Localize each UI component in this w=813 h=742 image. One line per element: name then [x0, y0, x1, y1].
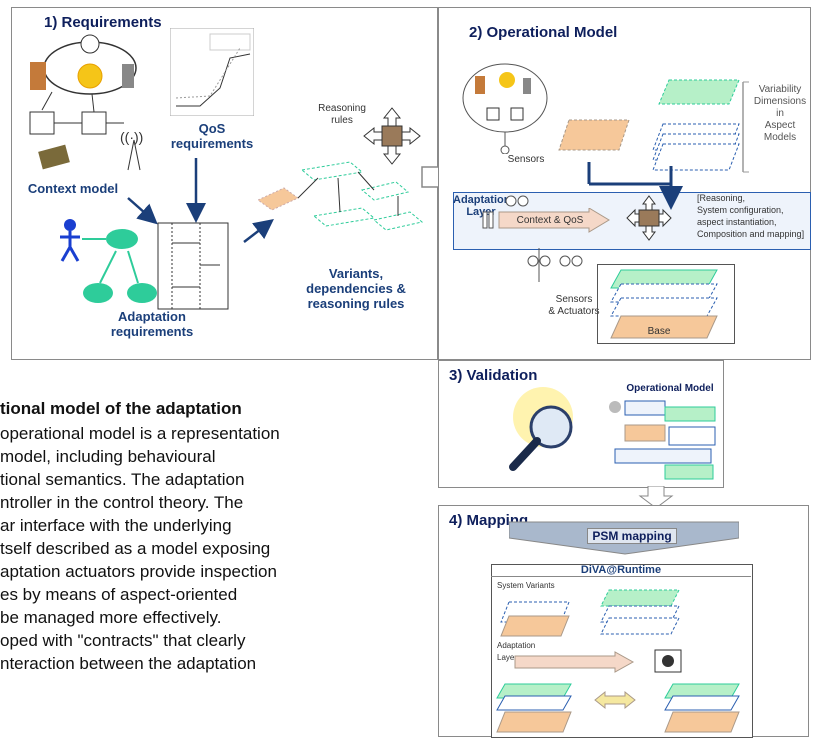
diva-runtime-label: DiVA@Runtime [491, 564, 751, 577]
body-line: tself described as a model exposing [0, 539, 271, 558]
mapping-title: 4) Mapping [449, 512, 529, 529]
system-variants-layers [500, 589, 680, 637]
requirements-panel: 1) Requirements ((·)) Context model QoS … [11, 7, 438, 360]
operational-model-thumbnail [609, 400, 716, 480]
body-line: aptation actuators provide inspection [0, 562, 277, 581]
psm-mapping-label: PSM mapping [587, 528, 677, 544]
flow-arrow-down-1 [638, 486, 674, 509]
body-line: es by means of aspect-oriented [0, 585, 238, 604]
body-line: be managed more effectively. [0, 608, 222, 627]
reasoning-label: [Reasoning, System configuration, aspect… [697, 193, 805, 239]
adaptation-layer-flow [482, 208, 610, 233]
validation-panel: 3) Validation Operational Model [438, 360, 724, 488]
system-variants-label: System Variants [497, 581, 555, 590]
context-qos-label: Context & QoS [516, 215, 584, 226]
variability-label: Variability Dimensions in Aspect Models [753, 84, 807, 143]
body-line: operational model is a representation [0, 424, 280, 443]
base-label: Base [647, 326, 671, 337]
body-line: nteraction between the adaptation [0, 654, 257, 673]
adaptation-layer-label: Adaptation Layer [453, 194, 511, 218]
context-model-diagram: ((·)) [29, 34, 143, 171]
body-line: ntroller in the control theory. The [0, 493, 244, 512]
cloud-context-diagram [462, 63, 548, 154]
magnifier-icon [509, 387, 573, 471]
operational-model-panel: 2) Operational Model Sensors Variability… [438, 7, 811, 360]
adaptation-layer-mini-label: Adaptation Layer [497, 641, 536, 662]
sun-icon [77, 63, 103, 89]
svg-text:((·)): ((·)) [120, 129, 143, 145]
adaptation-arrows [505, 162, 683, 282]
adaptation-layer-mini [514, 649, 682, 673]
body-text: tional model of the adaptation operation… [0, 398, 430, 742]
reasoning-rules-label: Reasoning rules [318, 103, 366, 126]
context-model-label: Context model [27, 181, 119, 196]
validation-title: 3) Validation [449, 367, 538, 384]
aspect-model-layers [558, 79, 749, 173]
body-heading: tional model of the adaptation [0, 399, 242, 418]
sensors-label: Sensors [507, 154, 545, 165]
variants-label: Variants, dependencies & reasoning rules [306, 266, 406, 311]
requirements-arrows [127, 158, 274, 243]
body-line: oped with "contracts" that clearly [0, 631, 246, 650]
base-layers-box [597, 264, 735, 344]
reasoning-rules-diagram [258, 107, 424, 231]
operational-model-sub-label: Operational Model [626, 383, 714, 394]
body-line: tional semantics. The adaptation [0, 470, 245, 489]
mapping-panel: 4) Mapping PSM mapping DiVA@Runtime Syst… [438, 505, 809, 738]
qos-chart-thumbnail [170, 28, 254, 116]
requirements-title: 1) Requirements [44, 14, 162, 31]
body-line: model, including behavioural [0, 447, 216, 466]
base-layers-stack [610, 269, 718, 339]
operational-model-title: 2) Operational Model [469, 24, 618, 41]
adaptation-engine-icon [626, 195, 672, 241]
sensors-actuators-label: Sensors & Actuators [548, 294, 600, 317]
body-line: ar interface with the underlying [0, 516, 232, 535]
qos-label: QoS requirements [170, 121, 254, 151]
use-case-diagram [60, 219, 229, 310]
adaptation-requirements-label: Adaptation requirements [110, 309, 194, 339]
runtime-base-stacks [496, 683, 740, 733]
